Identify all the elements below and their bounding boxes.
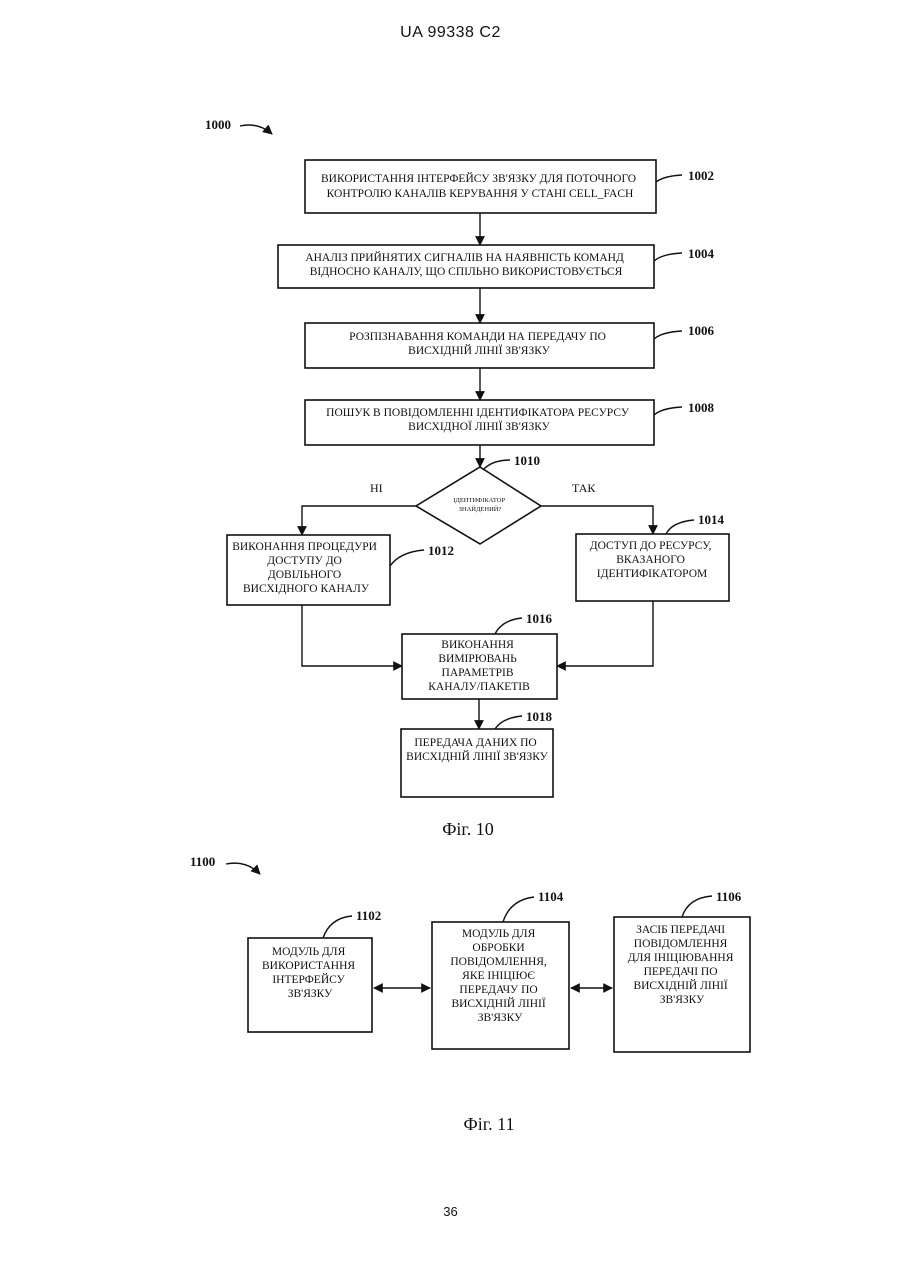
block-1102-leader: [323, 916, 352, 938]
block-1008-leader: [654, 407, 682, 415]
arrow-1010-yes: [541, 506, 653, 534]
fig11-caption: Фіг. 11: [464, 1114, 515, 1134]
yes-branch-label: ТАК: [572, 481, 596, 495]
block-1106-ref: 1106: [716, 889, 742, 904]
block-1104-leader: [503, 897, 534, 922]
block-1014-leader: [666, 520, 694, 534]
block-1106-leader: [682, 896, 712, 917]
fig10-caption: Фіг. 10: [442, 819, 494, 839]
fig10-ref-label: 1000: [205, 117, 231, 132]
block-1006-ref: 1006: [688, 323, 715, 338]
block-1018-leader: [495, 716, 522, 729]
page-number: 36: [0, 1204, 901, 1219]
block-1008-ref: 1008: [688, 400, 715, 415]
block-1006-leader: [654, 331, 682, 339]
block-1012-leader: [390, 550, 424, 566]
block-1002: [305, 160, 656, 213]
decision-1010-ref: 1010: [514, 453, 540, 468]
block-1018-ref: 1018: [526, 709, 553, 724]
arrow-1010-no: [302, 506, 416, 535]
block-1002-ref: 1002: [688, 168, 714, 183]
block-1004-ref: 1004: [688, 246, 715, 261]
block-1012-ref: 1012: [428, 543, 454, 558]
fig11-ref-arrow: [226, 863, 260, 874]
decision-1010-leader: [483, 460, 510, 470]
arrow-1014-1016: [557, 601, 653, 666]
fig10-ref-arrow: [240, 125, 272, 134]
block-1016-leader: [495, 618, 522, 634]
no-branch-label: НІ: [370, 481, 383, 495]
block-1016-ref: 1016: [526, 611, 553, 626]
block-1002-leader: [656, 175, 682, 182]
fig11-ref-label: 1100: [190, 854, 215, 869]
block-1102-ref: 1102: [356, 908, 381, 923]
arrow-1012-1016: [302, 605, 402, 666]
block-1014-ref: 1014: [698, 512, 725, 527]
block-1104-ref: 1104: [538, 889, 564, 904]
block-1004-leader: [654, 253, 682, 261]
